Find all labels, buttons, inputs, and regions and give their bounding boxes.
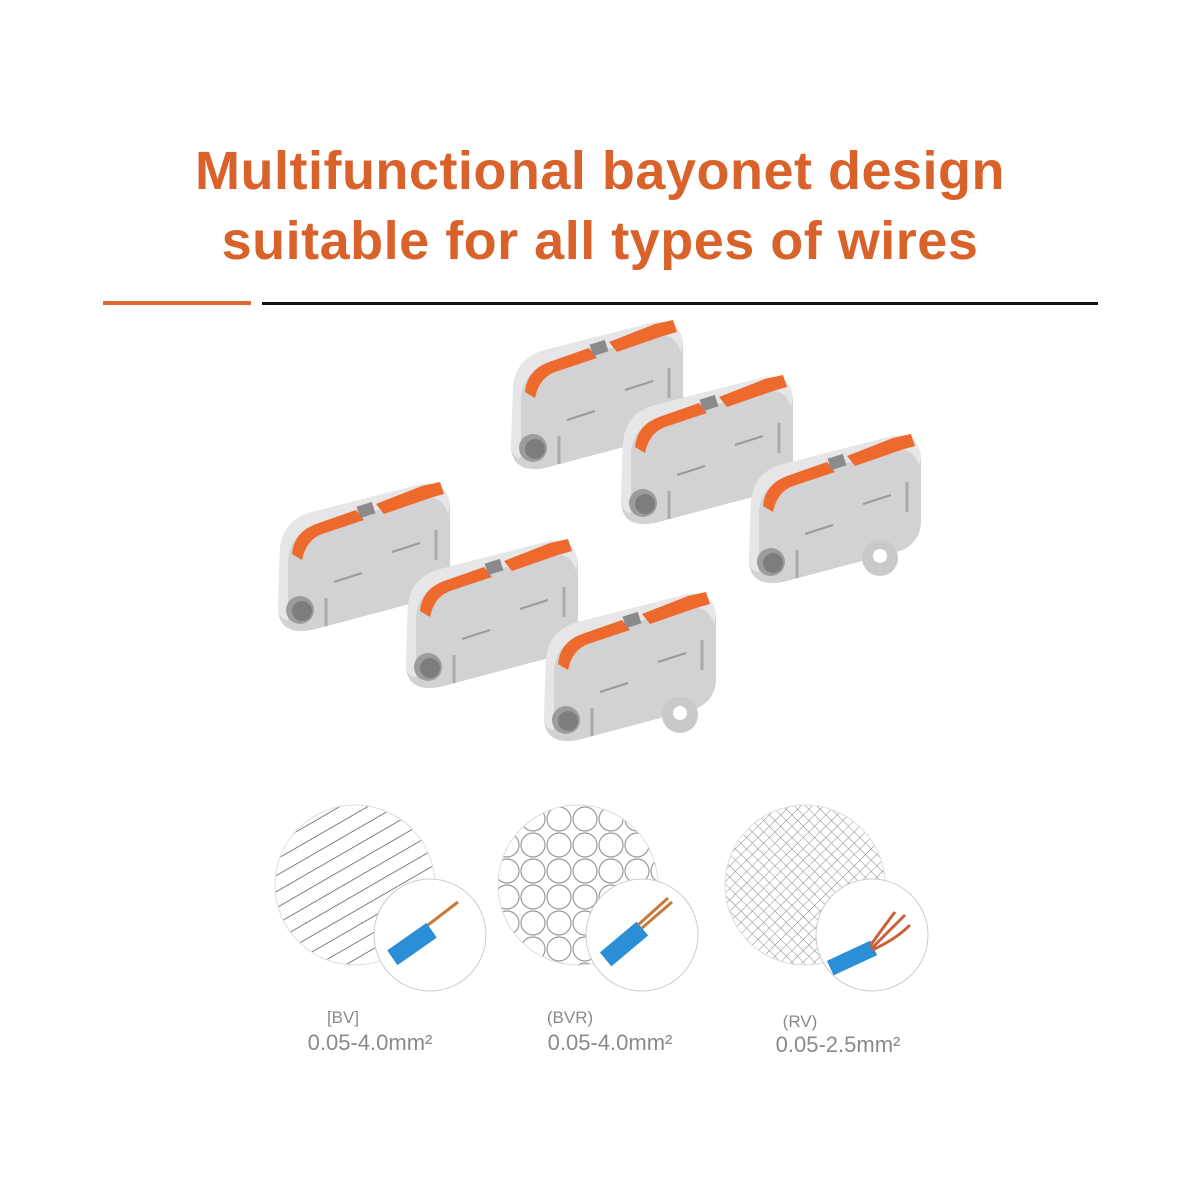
wire-type-code: (RV) <box>782 1012 818 1031</box>
wire-type-range: 0.05-4.0mm² <box>307 1030 433 1055</box>
wire-type-code: [BV] <box>326 1008 360 1027</box>
wire-type-code: (BVR) <box>546 1008 594 1027</box>
multi-strand-wire-diagram <box>497 804 699 992</box>
headline-line-2: suitable for all types of wires <box>221 211 979 271</box>
accent-divider <box>103 301 251 305</box>
headline-line-1: Multifunctional bayonet design <box>195 141 1005 201</box>
wire-type-range: 0.05-2.5mm² <box>775 1032 901 1057</box>
divider <box>262 302 1098 305</box>
wire-type-range: 0.05-4.0mm² <box>547 1030 673 1055</box>
flexible-wire-diagram <box>724 804 929 992</box>
solid-wire-diagram <box>274 804 487 992</box>
